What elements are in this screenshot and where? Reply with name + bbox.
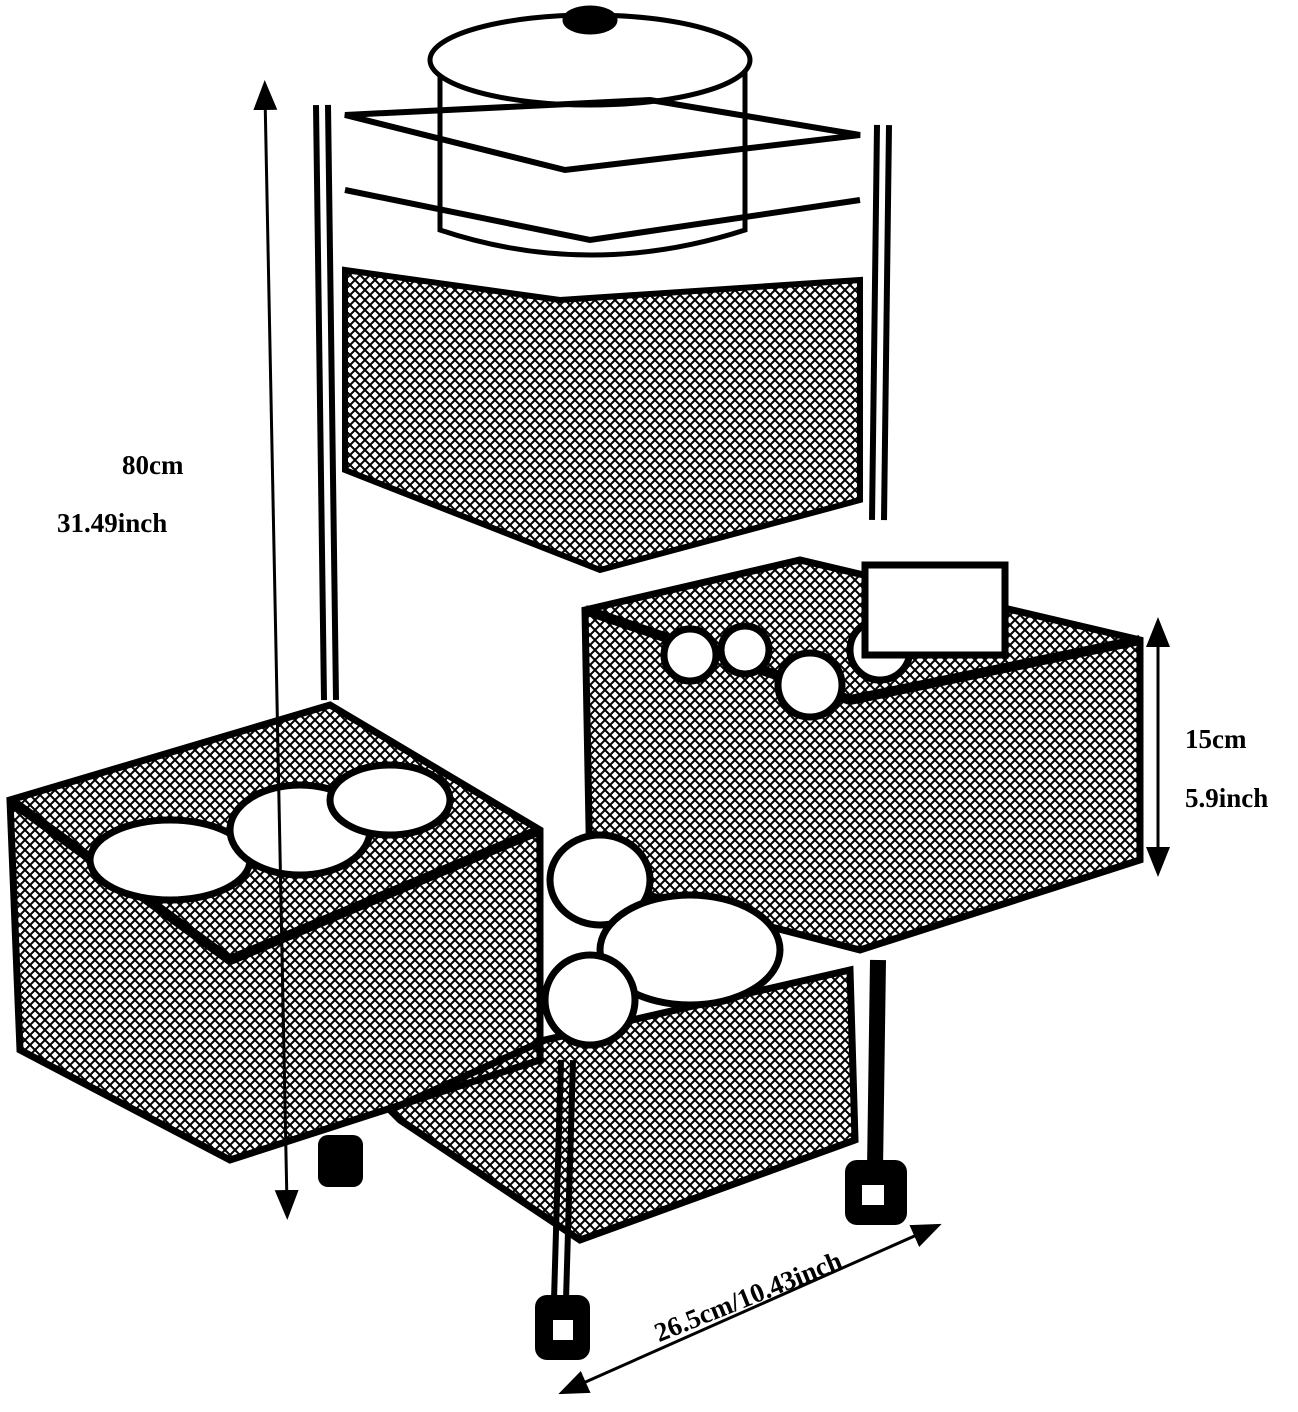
basket-height-cm-label: 15cm (1185, 724, 1247, 754)
right-basket (581, 556, 1144, 954)
top-basket (342, 96, 863, 574)
height-inch-label: 31.49inch (57, 508, 168, 538)
basket-height-inch-label: 5.9inch (1185, 783, 1269, 813)
dimension-arrows (253, 80, 1170, 1395)
width-arrow (558, 1223, 942, 1395)
bottom-basket (383, 831, 859, 1244)
height-cm-label: 80cm (122, 450, 184, 480)
height-arrow (253, 80, 299, 1220)
